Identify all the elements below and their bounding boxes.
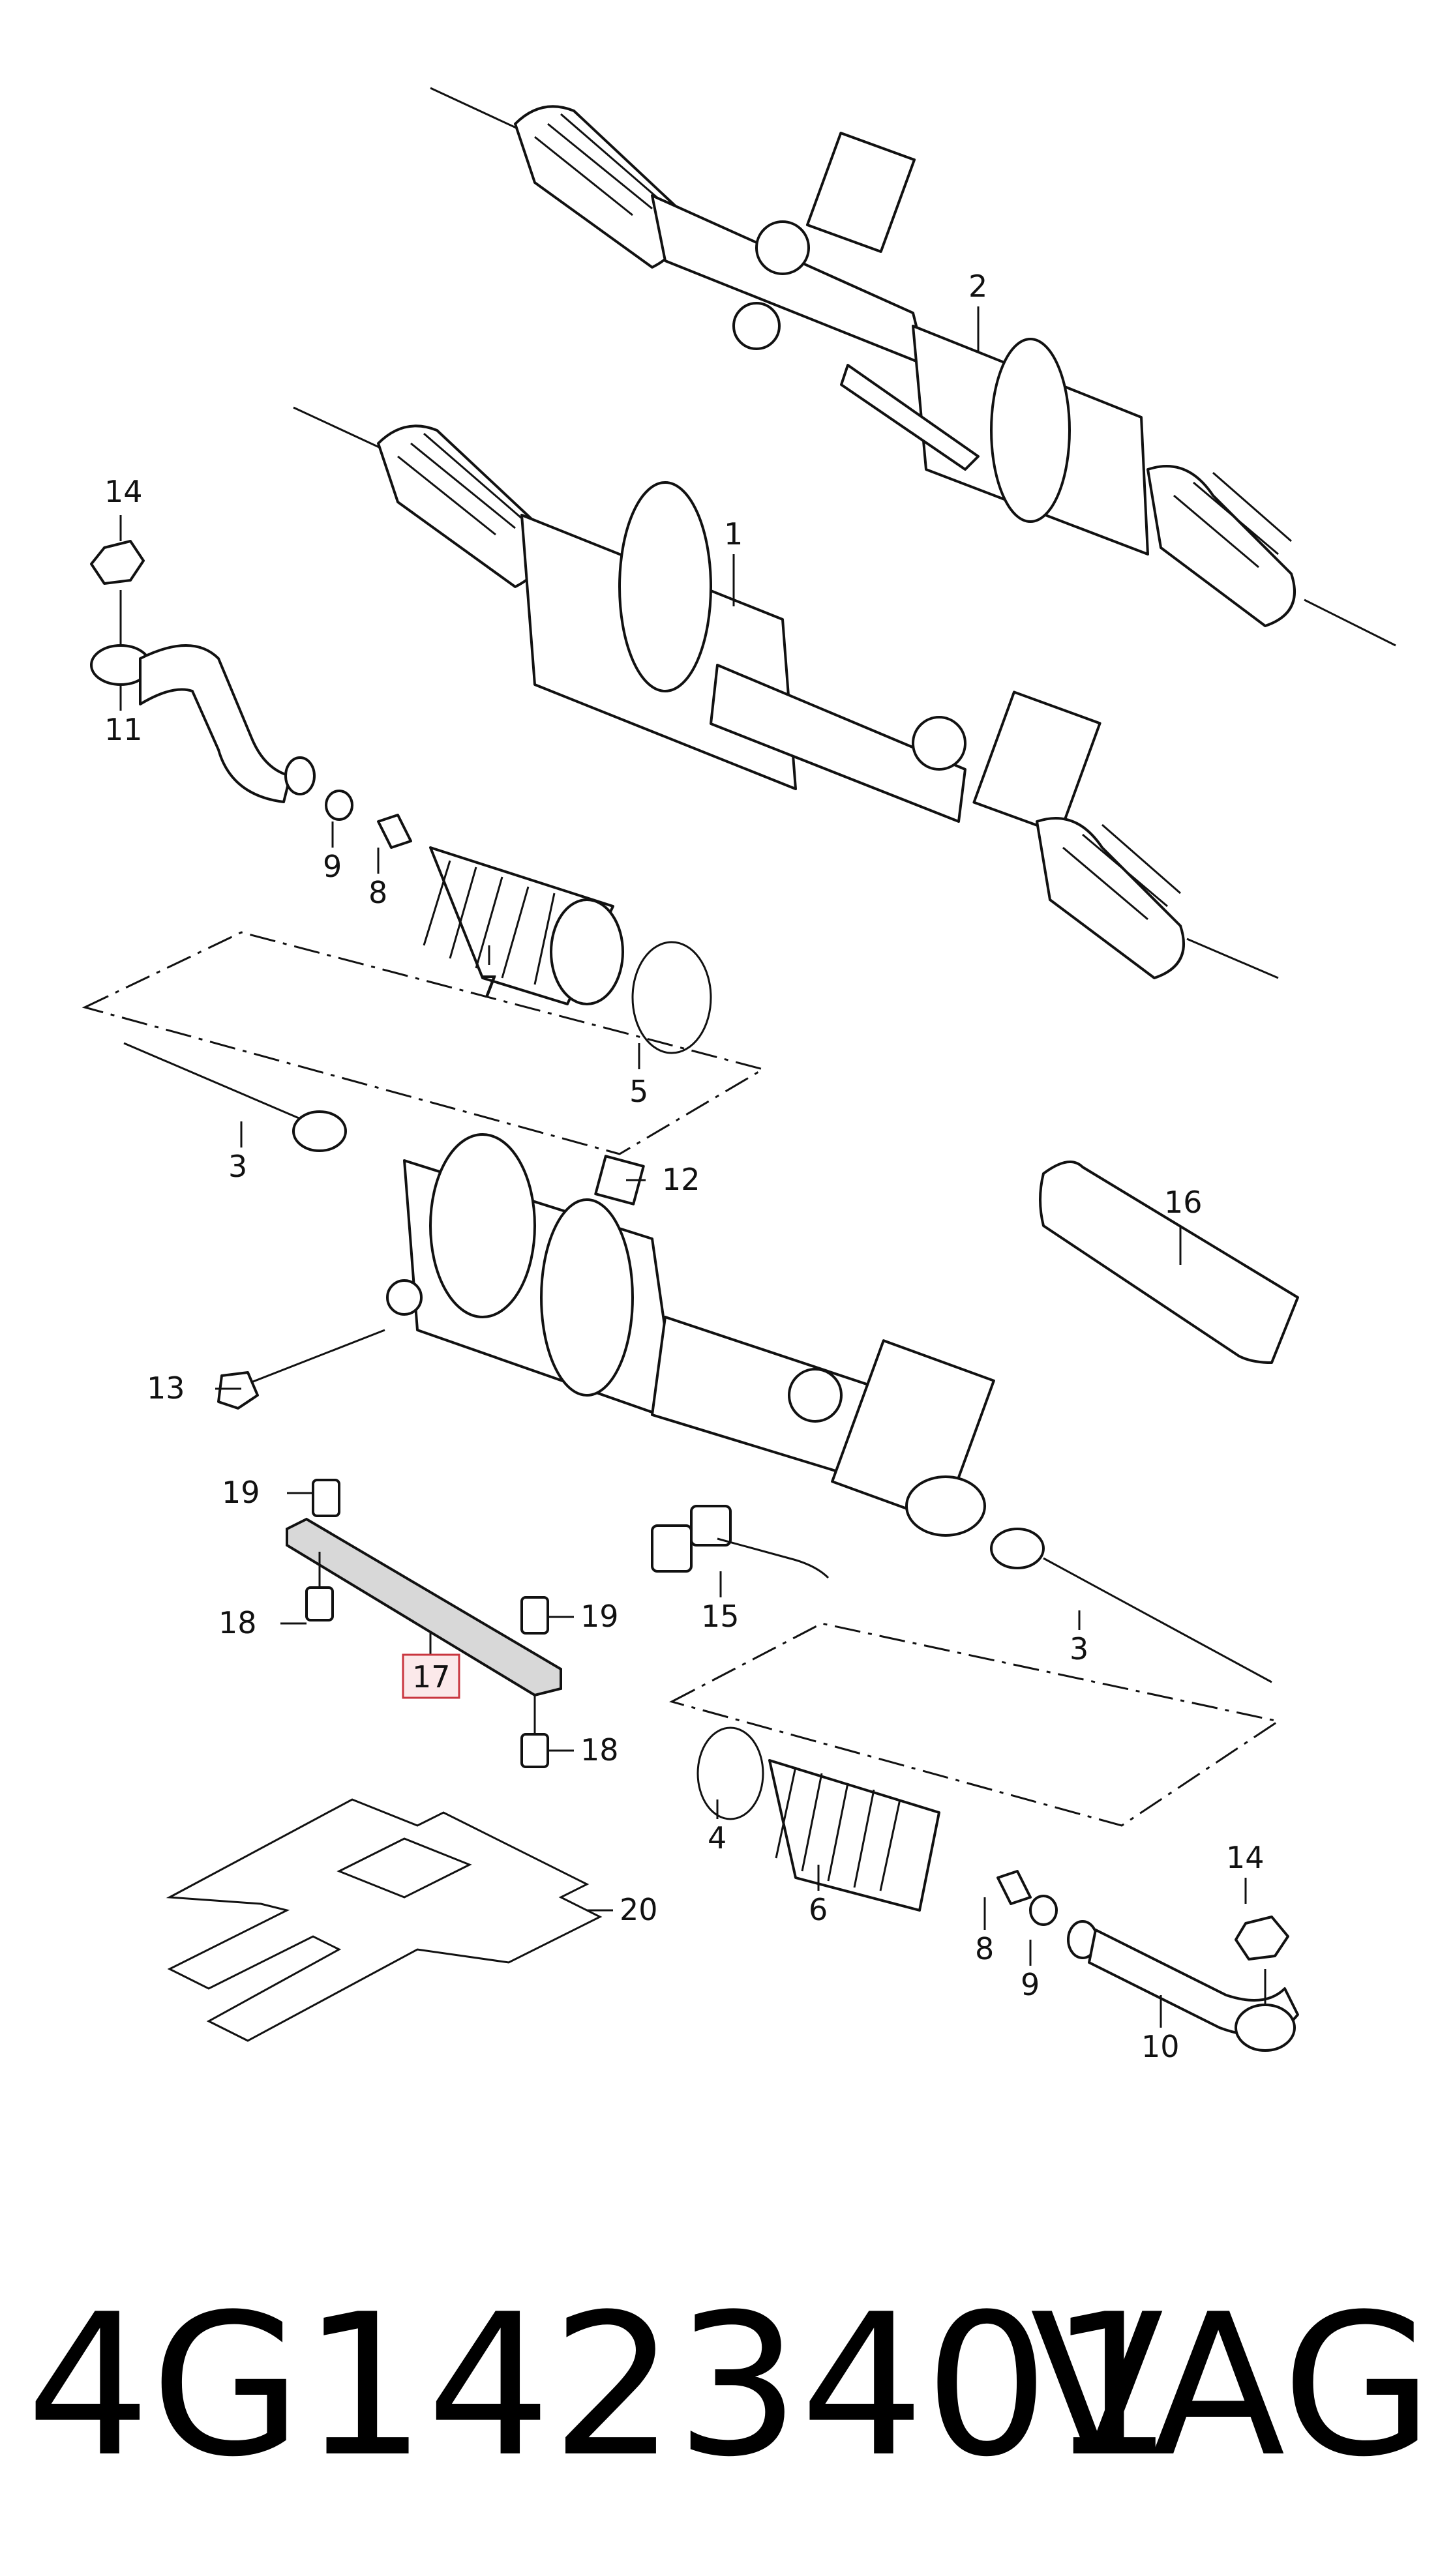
- callout-5: 5: [629, 1074, 648, 1109]
- callout-11: 11: [104, 712, 143, 747]
- callouts: 2 1 14 11 9 8 7 5 3 12 16 13 19 15 3 18 …: [104, 269, 1265, 2064]
- bolt-19-right: [520, 1596, 549, 1635]
- bracket-17-group: [286, 1479, 562, 1768]
- callout-12: 12: [662, 1162, 700, 1197]
- bolt-19-left: [312, 1479, 340, 1517]
- callout-18-right: 18: [580, 1732, 619, 1768]
- callout-19-left: 19: [222, 1475, 260, 1510]
- steering-rack-assembly-1: [293, 406, 1279, 979]
- callout-4: 4: [708, 1820, 726, 1856]
- callout-8-right: 8: [975, 1931, 994, 1966]
- clamp-5: [631, 941, 712, 1054]
- callout-16: 16: [1164, 1185, 1203, 1220]
- tie-rod-3-left: [292, 1110, 347, 1152]
- bolt-18-right: [520, 1733, 549, 1768]
- callout-13: 13: [147, 1370, 185, 1406]
- callout-9-left: 9: [323, 849, 342, 884]
- callout-14-left: 14: [104, 474, 143, 509]
- nut-9-right: [1029, 1895, 1058, 1926]
- callout-17: 17: [412, 1659, 451, 1695]
- callout-19-right: 19: [580, 1599, 619, 1634]
- callout-14-right: 14: [1226, 1840, 1265, 1875]
- bolt-18-left: [305, 1586, 334, 1621]
- footer: 4G1423401 VAG: [0, 2217, 1453, 2576]
- bracket-17: [286, 1517, 562, 1697]
- nut-14-left: [90, 540, 145, 585]
- clip-12: [594, 1155, 645, 1206]
- callout-1: 1: [724, 516, 743, 552]
- dashed-frame-right: [668, 1622, 1281, 1827]
- clamp-8-right: [996, 1870, 1032, 1905]
- grease-tube-16: [1039, 1161, 1299, 1364]
- steering-rack-assembly-2: [430, 87, 1396, 647]
- callout-6: 6: [809, 1892, 828, 1927]
- nut-14-right: [1235, 1916, 1289, 1961]
- connector-15: [651, 1505, 830, 1579]
- boot-right-group: [697, 1726, 1299, 2052]
- callout-7: 7: [479, 970, 498, 1005]
- clamp-8-left: [377, 814, 412, 849]
- callout-3-left: 3: [228, 1149, 247, 1184]
- bolt-13: [234, 1329, 385, 1390]
- callout-9-right: 9: [1021, 1967, 1040, 2002]
- nut-9-left: [325, 790, 353, 821]
- callout-2: 2: [968, 269, 987, 304]
- clamp-4: [697, 1726, 764, 1820]
- part-number: 4G1423401: [26, 2272, 1174, 2500]
- shield-plate-20: [166, 1798, 603, 2042]
- part-17-highlight: [402, 1653, 460, 1699]
- callout-8-left: 8: [368, 875, 387, 910]
- tie-rod-end-left-group: [90, 540, 712, 1054]
- callout-15: 15: [701, 1599, 740, 1634]
- callout-10: 10: [1141, 2029, 1180, 2064]
- callout-20: 20: [620, 1892, 658, 1927]
- leader-lines: [119, 306, 1247, 2028]
- tie-rod-right-group: [990, 1528, 1272, 1683]
- callout-18-left: 18: [218, 1605, 257, 1640]
- steering-rack-center: [123, 1042, 995, 1537]
- boot-6: [768, 1759, 940, 1912]
- steering-rack-exploded-diagram: 2 1 14 11 9 8 7 5 3 12 16 13 19 15 3 18 …: [82, 87, 1396, 2064]
- dashed-frame-left: [82, 931, 766, 1155]
- callout-3-right: 3: [1070, 1631, 1088, 1666]
- brand-name: VAG: [1030, 2272, 1433, 2500]
